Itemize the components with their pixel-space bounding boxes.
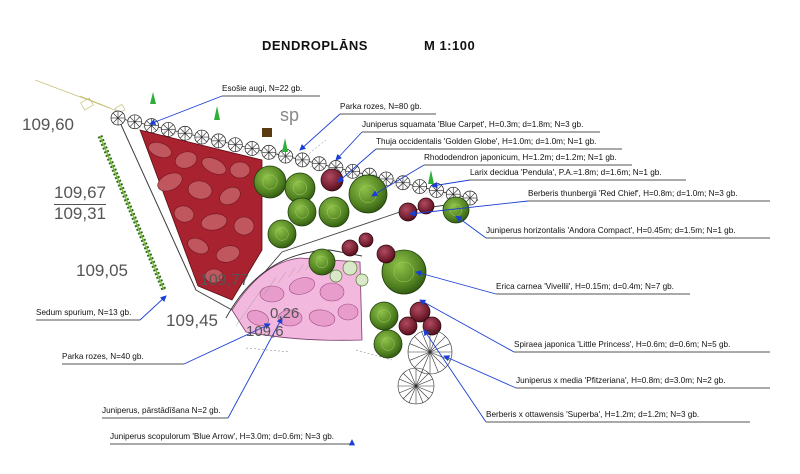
leader-line <box>299 113 436 151</box>
label-park-roses-80: Parka rozes, N=80 gb. <box>340 102 422 111</box>
erica-plants <box>329 260 369 287</box>
green-shrub-symbol <box>348 174 388 214</box>
label-erica: Erica carnea 'Vivellii', H=0.15m; d=0.4m… <box>496 282 674 291</box>
juniperus-media-plants <box>397 329 453 405</box>
leader-line <box>409 200 770 217</box>
label-spiraea: Spiraea japonica 'Little Princess', H=0.… <box>514 340 731 349</box>
label-juniperus-transplant: Juniperus, pārstādīšana N=2 gb. <box>102 406 221 415</box>
label-berberis-thunbergii: Berberis thunbergii 'Red Chief', H=0.8m;… <box>528 189 738 198</box>
label-thuja: Thuja occidentalis 'Golden Globe', H=1.0… <box>376 137 597 146</box>
level-0-26: 0,26 <box>270 305 300 322</box>
leader-line <box>62 323 271 365</box>
leader-line <box>443 355 770 389</box>
label-existing-plants: Esošie augi, N=22 gb. <box>222 84 303 93</box>
berberis-symbol <box>417 197 435 215</box>
green-shrub-symbol <box>267 219 297 249</box>
berberis-symbol <box>376 244 396 264</box>
leader-line <box>110 439 356 446</box>
level-109-05: 109,05 <box>76 261 128 280</box>
leader-line <box>455 215 770 239</box>
leader-line <box>419 299 770 353</box>
sedum-strip <box>97 135 167 291</box>
leader-line <box>102 317 283 419</box>
existing-plant-symbol <box>127 114 143 130</box>
gravel-band <box>140 120 470 204</box>
leader-line <box>335 131 600 161</box>
green-shrub-symbol <box>381 249 427 295</box>
label-juniperus-scopulorum: Juniperus scopulorum 'Blue Arrow', H=3.0… <box>110 432 335 441</box>
leader-line <box>36 295 167 321</box>
bed-outline <box>117 117 479 311</box>
label-larix: Larix decidua 'Pendula', P.A.=1.8m; d=1.… <box>470 168 662 177</box>
berberis-symbol <box>358 232 374 248</box>
site-context-lines <box>34 79 126 115</box>
evergreen-shrubs <box>253 165 470 359</box>
green-shrub-symbol <box>253 165 287 199</box>
plan-title: DENDROPLĀNS <box>262 38 368 53</box>
label-sedum: Sedum spurium, N=13 gb. <box>36 308 132 317</box>
survey-marker <box>262 128 272 137</box>
green-shrub-symbol <box>287 197 317 227</box>
label-park-roses-40: Parka rozes, N=40 gb. <box>62 352 144 361</box>
label-juniperus-media: Juniperus x media 'Pfitzeriana', H=0.8m;… <box>516 376 726 385</box>
juniperus-scopulorum-plants <box>150 92 434 184</box>
existing-plant-symbol <box>110 110 126 126</box>
label-juniperus-horizontalis: Juniperus horizontalis 'Andora Compact',… <box>486 226 736 235</box>
level-109-77: 109,77 <box>200 272 249 289</box>
park-roses-bed-80 <box>139 129 263 301</box>
leader-line <box>415 270 690 295</box>
leader-line <box>337 148 622 183</box>
green-shrub-symbol <box>373 329 403 359</box>
plan-scale: M 1:100 <box>424 38 476 53</box>
berberis-symbol <box>398 202 418 222</box>
green-shrub-symbol <box>308 248 336 276</box>
leader-lines <box>36 95 770 446</box>
level-109-60: 109,60 <box>22 115 74 134</box>
level-109-45: 109,45 <box>166 311 218 330</box>
level-109-31: 109,31 <box>54 204 106 223</box>
leader-line <box>423 329 750 423</box>
leader-line <box>371 164 632 197</box>
berberis-symbol <box>398 316 418 336</box>
green-shrub-symbol <box>318 196 350 228</box>
label-berberis-ottawensis: Berberis x ottawensis 'Superba', H=1.2m;… <box>486 410 700 419</box>
leader-line <box>149 95 320 125</box>
label-rhododendron: Rhododendron japonicum, H=1.2m; d=1.2m; … <box>424 153 617 162</box>
level-sp: sp <box>280 105 300 125</box>
level-109-67: 109,67 <box>54 183 106 202</box>
berberis-symbol <box>341 239 359 257</box>
dimension-notes <box>245 139 393 361</box>
leader-line <box>431 179 686 189</box>
label-juniperus-squamata: Juniperus squamata 'Blue Carpet', H=0.3m… <box>362 120 584 129</box>
green-shrub-symbol <box>369 301 399 331</box>
berberis-shrubs <box>320 168 442 336</box>
level-109-6: 109,6 <box>246 323 284 340</box>
